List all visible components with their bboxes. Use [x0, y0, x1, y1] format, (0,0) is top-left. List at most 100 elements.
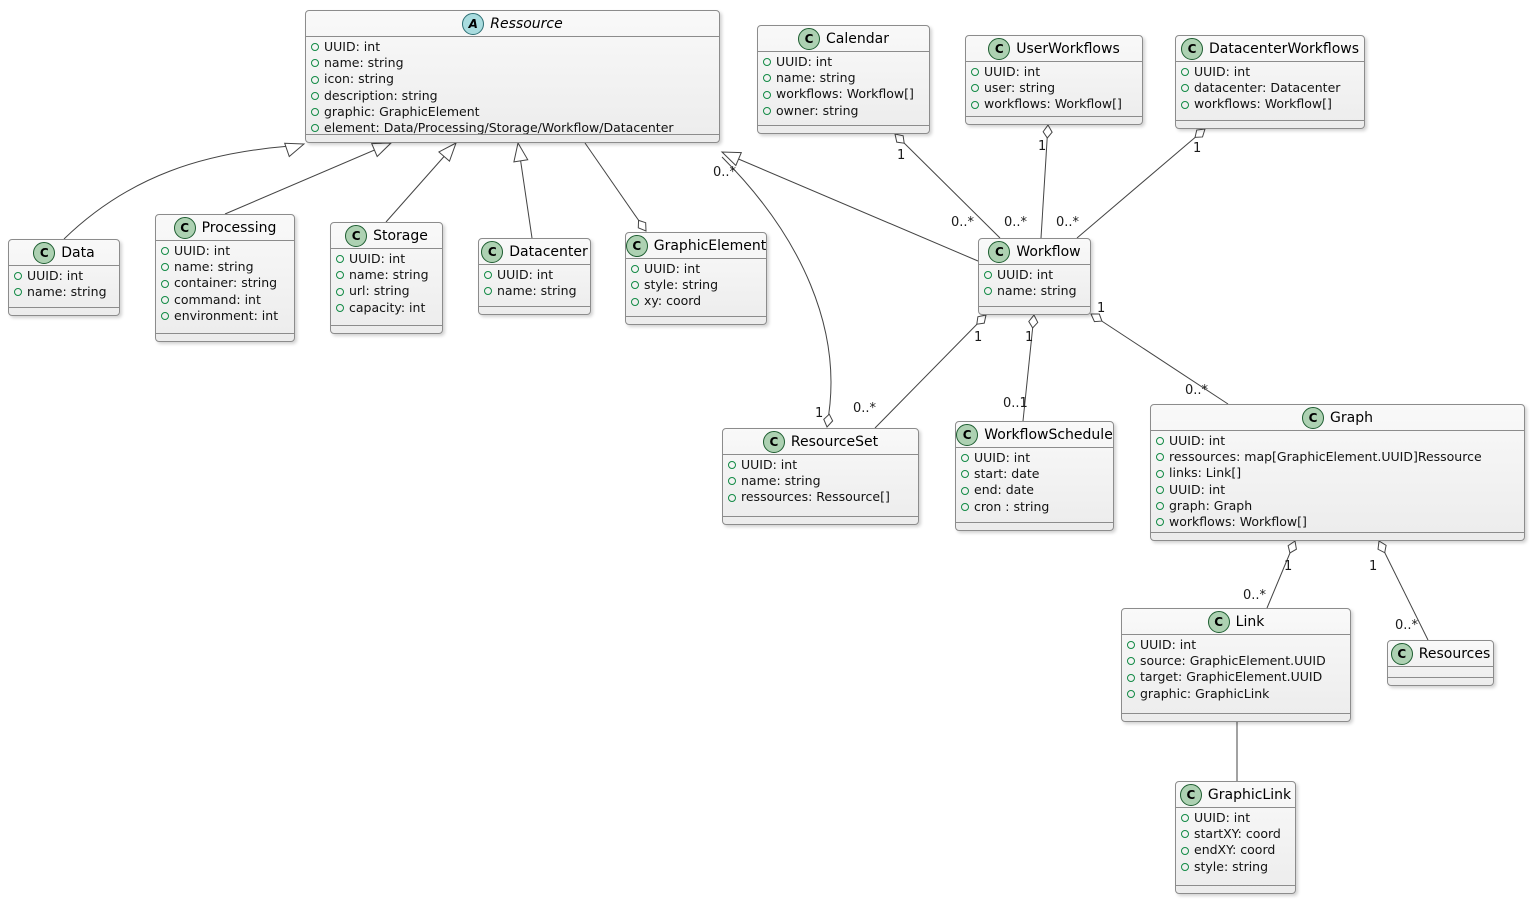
field-visibility-icon	[971, 68, 979, 77]
attribute-row: source: GraphicElement.UUID	[1127, 653, 1344, 669]
attribute-text: graphic: GraphicLink	[1140, 685, 1270, 701]
multiplicity-label: 0..*	[713, 165, 737, 180]
field-visibility-icon	[311, 107, 319, 116]
attribute-row: element: Data/Processing/Storage/Workflo…	[311, 120, 713, 134]
attribute-row: name: string	[336, 267, 436, 283]
edge-workflow-to-ressource	[721, 151, 979, 262]
methods-compartment	[306, 134, 719, 142]
class-icon: C	[988, 37, 1011, 60]
multiplicity-label: 1	[897, 148, 905, 163]
field-visibility-icon	[336, 287, 344, 296]
attribute-row: startXY: coord	[1181, 826, 1289, 842]
multiplicity-label: 0..*	[1243, 588, 1267, 603]
class-icon: C	[1390, 642, 1413, 665]
attribute-text: element: Data/Processing/Storage/Workflo…	[324, 120, 674, 134]
field-visibility-icon	[484, 271, 492, 280]
attribute-row: UUID: int	[1181, 64, 1358, 80]
methods-compartment	[966, 116, 1142, 124]
attribute-text: end: date	[974, 482, 1034, 498]
field-visibility-icon	[728, 493, 736, 502]
attribute-row: graphic: GraphicLink	[1127, 686, 1344, 702]
aggregation-diamond-icon	[823, 413, 834, 428]
attribute-row: UUID: int	[728, 457, 912, 473]
attribute-row: command: int	[161, 292, 288, 308]
attribute-text: container: string	[174, 275, 278, 291]
edge-resourceset-to-ressource	[721, 156, 832, 426]
attribute-text: UUID: int	[1169, 481, 1226, 497]
class-name: GraphicLink	[1207, 786, 1292, 803]
attribute-row: target: GraphicElement.UUID	[1127, 669, 1344, 685]
class-icon: C	[481, 240, 504, 263]
field-visibility-icon	[1127, 641, 1135, 650]
attribute-row: description: string	[311, 88, 713, 104]
class-icon: C	[1302, 406, 1325, 429]
field-visibility-icon	[971, 84, 979, 93]
aggregation-diamond-icon	[1287, 540, 1297, 554]
field-visibility-icon	[728, 461, 736, 470]
field-visibility-icon	[161, 279, 169, 288]
field-visibility-icon	[961, 486, 969, 495]
attribute-text: UUID: int	[997, 267, 1054, 282]
field-visibility-icon	[14, 272, 22, 281]
attribute-text: xy: coord	[644, 293, 702, 309]
attribute-row: UUID: int	[631, 261, 760, 277]
attribute-row: url: string	[336, 283, 436, 299]
multiplicity-label: 1	[1284, 559, 1292, 574]
attribute-row: UUID: int	[1127, 637, 1344, 653]
attribute-row: style: string	[631, 277, 760, 293]
attribute-row: endXY: coord	[1181, 842, 1289, 858]
attribute-row: start: date	[961, 466, 1107, 482]
class-icon: C	[1207, 610, 1230, 633]
attribute-text: UUID: int	[776, 54, 833, 69]
class-title: C DatacenterWorkflows	[1176, 36, 1364, 62]
generalization-arrow-icon	[370, 142, 393, 158]
attribute-row: name: string	[763, 70, 923, 86]
multiplicity-label: 1	[1097, 301, 1105, 316]
multiplicity-label: 1	[1025, 330, 1033, 345]
attribute-row: UUID: int	[984, 267, 1084, 283]
methods-compartment	[1151, 532, 1524, 540]
class-name: Resources	[1418, 645, 1491, 662]
attribute-text: cron : string	[974, 498, 1050, 514]
class-name: DatacenterWorkflows	[1208, 40, 1360, 57]
aggregation-diamond-icon	[1028, 314, 1039, 329]
methods-compartment	[156, 333, 294, 341]
field-visibility-icon	[763, 58, 771, 67]
aggregation-diamond-icon	[1377, 540, 1387, 554]
attribute-row: icon: string	[311, 71, 713, 87]
methods-compartment	[979, 306, 1090, 314]
edge-calendar-to-workflow	[894, 133, 1001, 239]
attribute-text: UUID: int	[324, 39, 381, 54]
edge-workflow-to-graph	[1090, 313, 1229, 405]
attribute-row: name: string	[14, 284, 113, 300]
field-visibility-icon	[1181, 84, 1189, 93]
multiplicity-label: 1	[1038, 139, 1046, 154]
attribute-text: UUID: int	[974, 450, 1031, 465]
class-icon: C	[1180, 37, 1203, 60]
multiplicity-label: 0..*	[951, 215, 975, 230]
attribute-text: UUID: int	[497, 267, 554, 282]
attribute-text: name: string	[174, 259, 254, 275]
multiplicity-label: 0..*	[1395, 618, 1419, 633]
class-name: Workflow	[1016, 243, 1081, 260]
attribute-text: graph: Graph	[1169, 497, 1253, 513]
field-visibility-icon	[961, 454, 969, 463]
attribute-text: workflows: Workflow[]	[1194, 96, 1332, 112]
class-resources: C Resources	[1387, 640, 1494, 686]
field-visibility-icon	[1181, 830, 1189, 839]
edge-ressource-to-graphicelement	[584, 142, 647, 232]
edge-datacenterworkflows-to-workflow	[1076, 128, 1206, 239]
class-name: WorkflowSchedule	[984, 426, 1113, 443]
field-visibility-icon	[311, 124, 319, 133]
field-visibility-icon	[961, 502, 969, 511]
attribute-text: name: string	[497, 283, 577, 299]
field-visibility-icon	[336, 303, 344, 312]
edge-data-to-ressource	[63, 145, 291, 240]
attribute-text: start: date	[974, 466, 1040, 482]
